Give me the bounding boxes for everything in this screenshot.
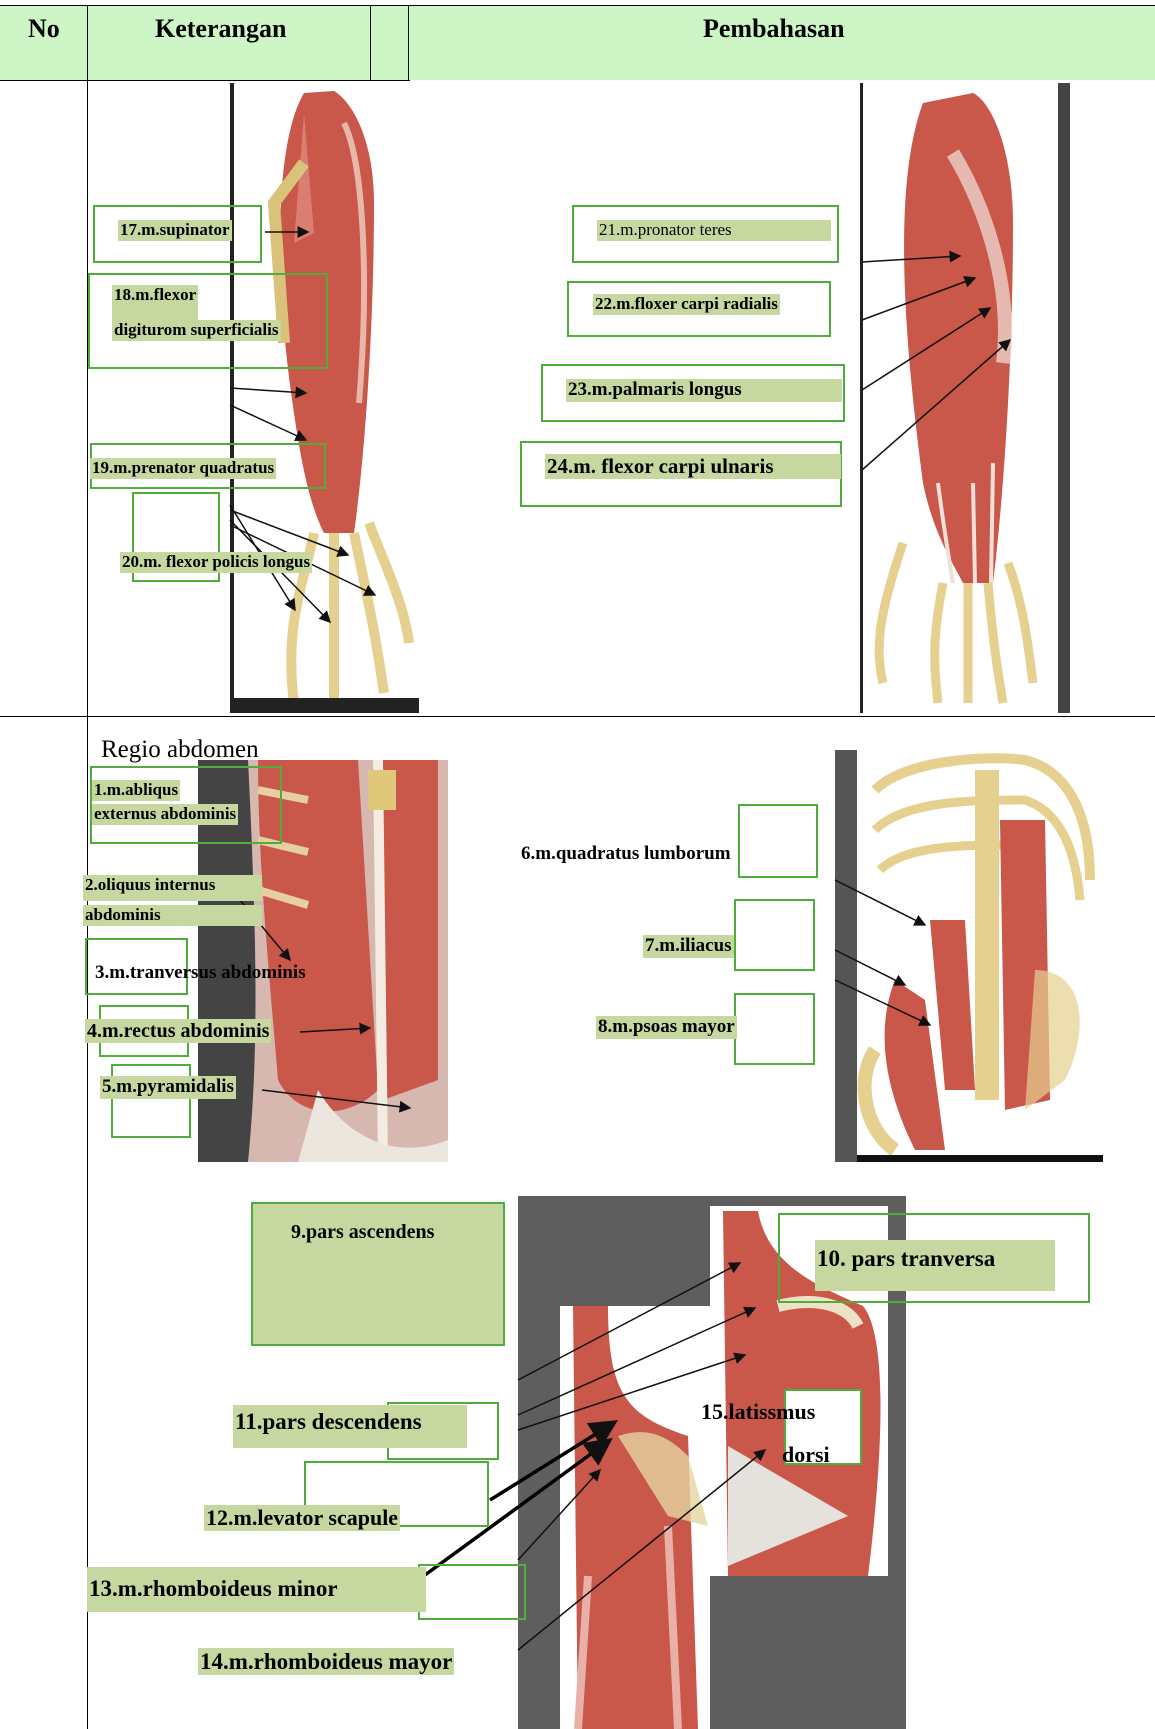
label-pars-ascendens: 9.pars ascendens bbox=[291, 1221, 434, 1243]
label-latissmus-1: 15.latissmus bbox=[701, 1400, 815, 1424]
section-title-abdomen: Regio abdomen bbox=[101, 736, 259, 764]
label-pyramidalis: 5.m.pyramidalis bbox=[100, 1076, 236, 1099]
label-box-13 bbox=[418, 1564, 526, 1620]
label-box-7 bbox=[734, 899, 815, 971]
header-pembahasan: Pembahasan bbox=[703, 14, 845, 44]
table-top-border bbox=[0, 5, 1155, 6]
column-divider-inner bbox=[370, 5, 371, 80]
header-keterangan: Keterangan bbox=[155, 14, 286, 44]
label-latissmus-2: dorsi bbox=[782, 1443, 830, 1467]
label-rhomboideus-minor: 13.m.rhomboideus minor bbox=[87, 1567, 426, 1612]
label-rectus-abdominis: 4.m.rectus abdominis bbox=[85, 1019, 271, 1043]
label-flexor-digitorum-1: 18.m.flexor bbox=[112, 285, 198, 321]
label-pars-descendens: 11.pars descendens bbox=[233, 1405, 467, 1448]
label-flexor-policis: 20.m. flexor policis longus bbox=[120, 552, 312, 573]
row-divider bbox=[0, 716, 1155, 717]
column-divider-keterangan bbox=[408, 5, 409, 80]
label-flexor-carpi-ulnaris: 24.m. flexor carpi ulnaris bbox=[545, 454, 841, 479]
label-pronator-teres: 21.m.pronator teres bbox=[597, 220, 831, 241]
label-levator-scapule: 12.m.levator scapule bbox=[204, 1505, 400, 1531]
column-divider-no bbox=[87, 5, 88, 1729]
label-tranversus-abdominis: 3.m.tranversus abdominis bbox=[95, 963, 306, 984]
label-flexor-carpi-radialis: 22.m.floxer carpi radialis bbox=[593, 294, 780, 315]
label-box-6 bbox=[738, 804, 818, 878]
label-rhomboideus-mayor: 14.m.rhomboideus mayor bbox=[198, 1648, 454, 1675]
header-bottom-border-left bbox=[0, 80, 410, 81]
label-pars-tranversa: 10. pars tranversa bbox=[815, 1240, 1055, 1291]
forearm-image-right bbox=[860, 83, 1070, 713]
label-psoas-mayor: 8.m.psoas mayor bbox=[596, 1016, 737, 1039]
label-pronator-quadratus: 19.m.prenator quadratus bbox=[90, 458, 276, 479]
label-flexor-digitorum-2: digiturom superficialis bbox=[112, 320, 281, 341]
label-iliacus: 7.m.iliacus bbox=[643, 935, 734, 958]
label-supinator: 17.m.supinator bbox=[118, 220, 232, 241]
label-abliqus-externus-2: externus abdominis bbox=[92, 804, 238, 825]
header-no: No bbox=[28, 14, 60, 44]
label-oliquus-internus-2: abdominis bbox=[83, 905, 262, 926]
forearm-image-left bbox=[230, 83, 419, 713]
label-box-8 bbox=[734, 993, 815, 1065]
label-oliquus-internus-1: 2.oliquus internus bbox=[83, 875, 262, 901]
abdomen-image-right bbox=[835, 750, 1103, 1162]
label-palmaris-longus: 23.m.palmaris longus bbox=[566, 379, 842, 402]
label-abliqus-externus-1: 1.m.abliqus bbox=[92, 780, 180, 801]
label-quadratus-lumborum: 6.m.quadratus lumborum bbox=[521, 844, 731, 865]
